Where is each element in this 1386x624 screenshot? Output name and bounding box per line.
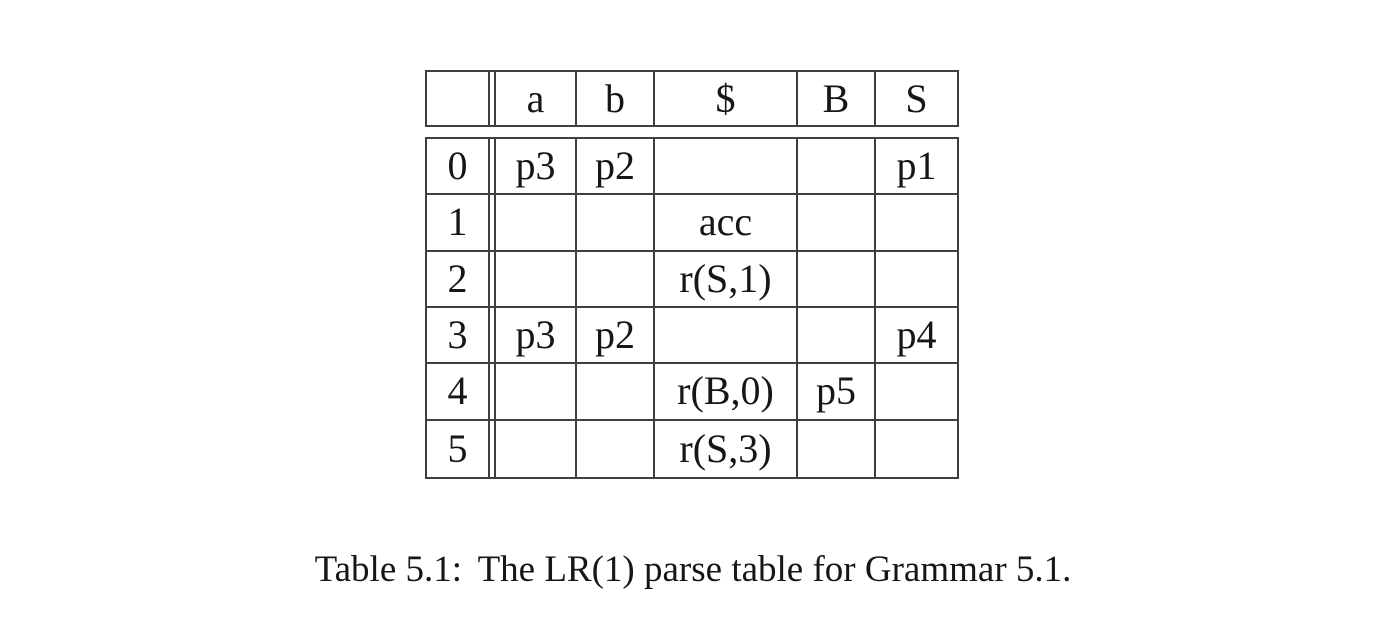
header-cell-a: a <box>496 72 577 125</box>
table-cell <box>496 195 577 252</box>
table-cell: p3 <box>496 139 577 196</box>
table-cell <box>798 307 876 365</box>
table-cell <box>496 251 577 308</box>
double-rule-spacer <box>490 139 496 196</box>
table-cell: r(S,1) <box>655 251 798 308</box>
table-cell <box>876 252 957 308</box>
table-cell: p4 <box>876 308 957 365</box>
table-cell <box>798 195 876 252</box>
table-cell <box>496 420 577 477</box>
caption-label: Table 5.1: <box>314 549 463 590</box>
table-body: 0 p3 p2 p1 1 acc 2 r(S,1) 3 <box>425 137 959 479</box>
state-cell: 3 <box>427 307 490 365</box>
header-cell-S: S <box>905 75 928 121</box>
table-cell <box>577 364 655 421</box>
table-cell <box>876 364 957 421</box>
table-cell <box>798 139 876 196</box>
table-cell <box>655 307 798 365</box>
table-cell: r(S,3) <box>655 420 798 477</box>
table-cell <box>577 195 655 252</box>
table-cell <box>798 251 876 308</box>
table-cell: acc <box>655 195 798 252</box>
lr1-parse-table: a b $ B S 0 p3 p2 p1 1 acc 2 <box>425 70 959 479</box>
header-cell-B: B <box>798 72 876 125</box>
header-cell-state <box>427 72 490 125</box>
header-cell-dollar: $ <box>655 72 798 125</box>
state-cell: 2 <box>427 251 490 308</box>
table-cell <box>876 195 957 252</box>
table-cell <box>496 364 577 421</box>
state-cell: 0 <box>427 139 490 196</box>
table-caption: Table 5.1: The LR(1) parse table for Gram… <box>0 548 1386 592</box>
double-rule-spacer <box>490 420 496 477</box>
table-cell <box>577 420 655 477</box>
double-rule-spacer <box>490 195 496 252</box>
table-cell: r(B,0) <box>655 364 798 421</box>
table-cell: p2 <box>577 139 655 196</box>
table-cell <box>655 139 798 196</box>
header-cell-b: b <box>577 72 655 125</box>
double-rule-spacer <box>490 72 496 125</box>
double-rule-spacer <box>490 251 496 308</box>
double-rule-spacer <box>490 364 496 421</box>
caption-text: The LR(1) parse table for Grammar 5.1. <box>477 549 1072 590</box>
table-cell <box>798 420 876 477</box>
table-cell <box>876 421 957 477</box>
state-cell: 4 <box>427 364 490 421</box>
state-cell: 1 <box>427 195 490 252</box>
table-cell: p5 <box>798 364 876 421</box>
table-cell: p2 <box>577 307 655 365</box>
double-rule-spacer <box>490 307 496 365</box>
table-cell: p1 <box>876 139 957 196</box>
state-cell: 5 <box>427 420 490 477</box>
table-cell <box>577 251 655 308</box>
table-cell: p3 <box>496 307 577 365</box>
table-header-row: a b $ B S <box>425 70 959 127</box>
